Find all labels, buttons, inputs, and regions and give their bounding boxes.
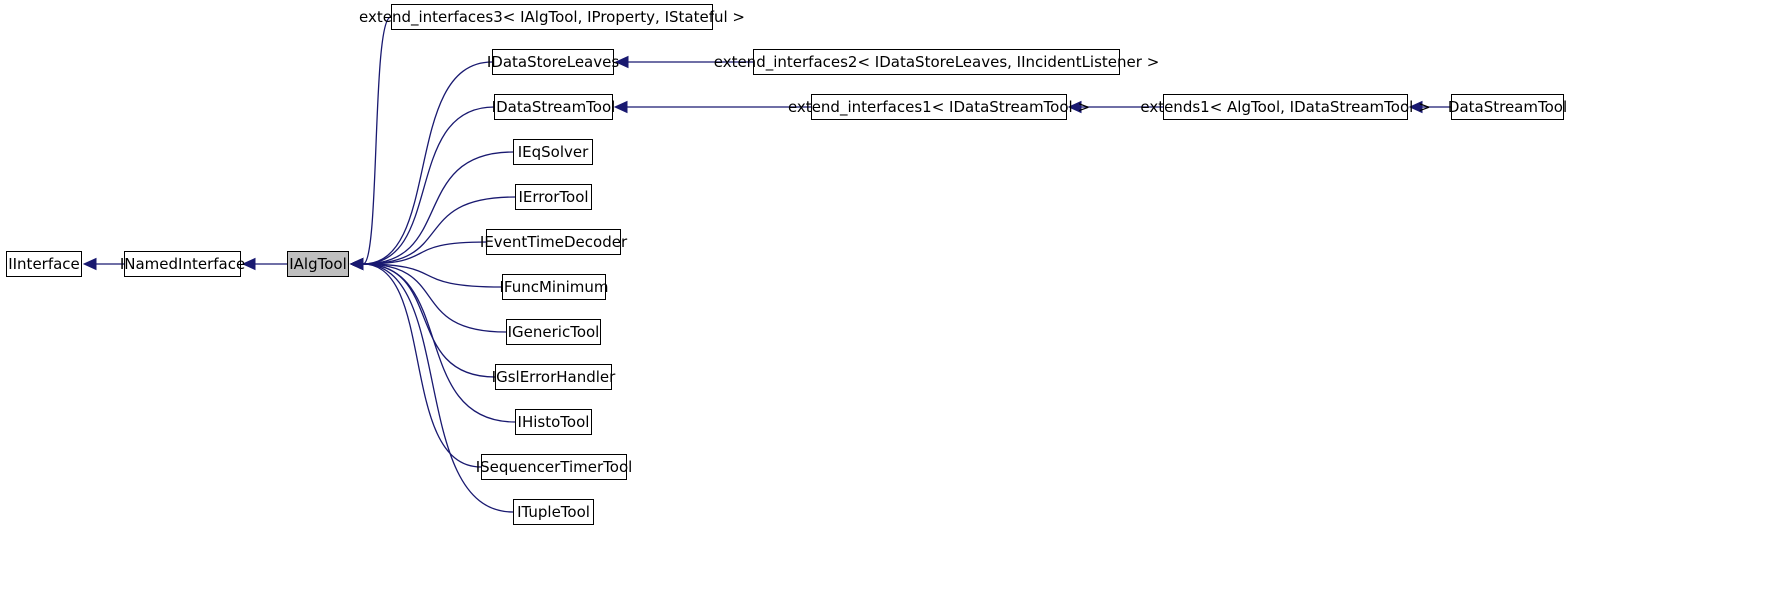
edge-igslerrorhandler-to-ialgtool [362,263,496,378]
arrowhead-inamedinterface-to-iinterface [82,257,97,271]
class-node-idatastreamtool[interactable]: IDataStreamTool [492,94,615,120]
class-node-ierrortool[interactable]: IErrorTool [515,184,592,210]
edge-ieqsolver-to-ialgtool [362,151,514,265]
class-node-extend_interfaces3[interactable]: extend_interfaces3< IAlgTool, IProperty,… [359,4,745,30]
arrowhead-ialgtool-to-inamedinterface [241,257,256,271]
edge-ieventtimedecoder-to-ialgtool [362,241,487,265]
class-node-extend_interfaces2[interactable]: extend_interfaces2< IDataStoreLeaves, II… [714,49,1159,75]
edge-isequencertimertool-to-ialgtool [362,263,482,468]
class-node-igslerrorhandler[interactable]: IGslErrorHandler [492,364,615,390]
class-node-ifuncminimum[interactable]: IFuncMinimum [500,274,609,300]
class-node-idatastoreleaves[interactable]: IDataStoreLeaves [487,49,619,75]
edge-idatastreamtool-to-ialgtool [362,106,495,265]
class-node-igenerictool[interactable]: IGenericTool [506,319,601,345]
class-node-inamedinterface[interactable]: INamedInterface [120,251,245,277]
arrowhead-extend_interfaces2-to-idatastoreleaves [614,55,629,69]
class-node-ieqsolver[interactable]: IEqSolver [513,139,593,165]
edge-igenerictool-to-ialgtool [362,263,507,333]
edge-idatastoreleaves-to-ialgtool [362,61,493,265]
class-node-ieventtimedecoder[interactable]: IEventTimeDecoder [480,229,627,255]
class-node-itupletool[interactable]: ITupleTool [513,499,594,525]
arrowhead-extends1-to-extend_interfaces1 [1067,100,1082,114]
class-node-datastreamtool[interactable]: DataStreamTool [1448,94,1567,120]
arrowhead-extend_interfaces1-to-idatastreamtool [613,100,628,114]
class-node-extends1[interactable]: extends1< AlgTool, IDataStreamTool > [1140,94,1431,120]
arrowhead-datastreamtool-to-extends1 [1408,100,1423,114]
edge-itupletool-to-ialgtool [362,263,514,513]
edge-ihistotool-to-ialgtool [362,263,516,423]
edge-ierrortool-to-ialgtool [362,196,516,265]
arrowhead-itupletool-to-ialgtool [349,257,364,271]
class-node-isequencertimertool[interactable]: ISequencerTimerTool [476,454,632,480]
edge-ifuncminimum-to-ialgtool [362,263,503,288]
class-node-extend_interfaces1[interactable]: extend_interfaces1< IDataStreamTool > [788,94,1090,120]
class-node-ihistotool[interactable]: IHistoTool [515,409,592,435]
edge-extend_interfaces3-to-ialgtool [362,16,392,265]
class-node-iinterface[interactable]: IInterface [6,251,82,277]
class-node-ialgtool[interactable]: IAlgTool [287,251,349,277]
